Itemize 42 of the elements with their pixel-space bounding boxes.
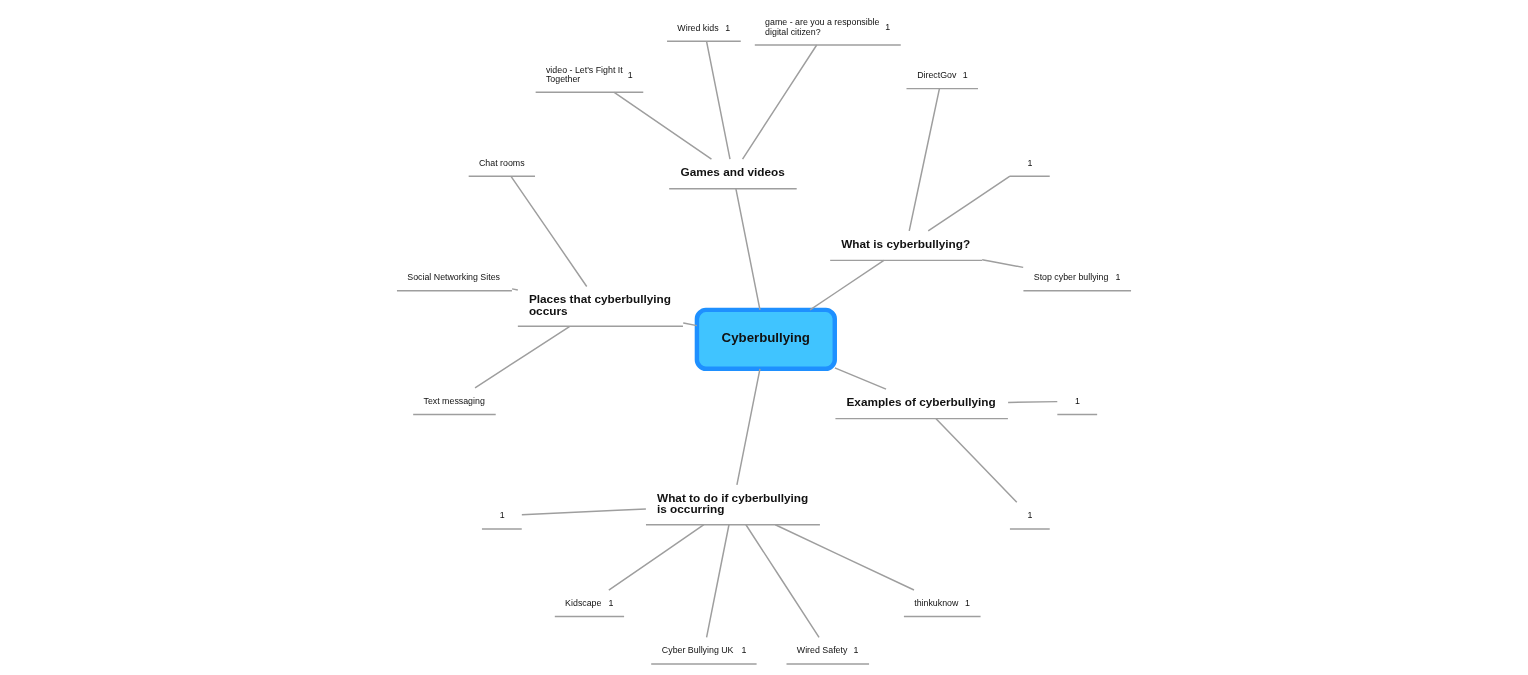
connector bbox=[521, 508, 647, 516]
node-text: Text messaging bbox=[423, 395, 485, 406]
node-box: Cyberbullying bbox=[694, 307, 837, 372]
node-text: 1 bbox=[1075, 395, 1080, 406]
node-text: DirectGov 1 bbox=[917, 70, 968, 80]
node-text: Cyber Bullying UK 1 bbox=[661, 645, 747, 656]
connector bbox=[741, 44, 818, 160]
node-text: What is cyberbullying? bbox=[841, 236, 971, 250]
node-text: What to do if cyberbullying is occurring bbox=[657, 490, 809, 516]
connector bbox=[510, 175, 588, 288]
node-text: Social Networking Sites bbox=[407, 272, 500, 283]
node-text: game - are you a responsible digital citizen? 1 bbox=[765, 17, 891, 38]
connector bbox=[834, 367, 887, 390]
connector bbox=[745, 524, 820, 638]
node-text: Stop cyber bullying 1 bbox=[1033, 272, 1121, 283]
connector bbox=[608, 524, 705, 591]
node-text: Places that cyberbullying occurs bbox=[528, 292, 671, 318]
node-text: Chat rooms bbox=[479, 157, 525, 168]
node-text: Wired Safety 1 bbox=[796, 645, 859, 656]
connector bbox=[908, 88, 941, 232]
connector bbox=[935, 418, 1018, 503]
connector bbox=[1007, 400, 1059, 404]
node-text: 1 bbox=[1027, 157, 1033, 168]
node-text: 1 bbox=[499, 510, 505, 521]
connector bbox=[705, 40, 731, 160]
node-text: Games and videos bbox=[680, 164, 785, 178]
connector bbox=[736, 368, 761, 486]
connector bbox=[474, 325, 571, 389]
connector bbox=[735, 187, 761, 311]
connector bbox=[511, 288, 519, 291]
connector bbox=[682, 322, 698, 327]
node-text: 1 bbox=[1027, 510, 1033, 521]
connector bbox=[613, 91, 713, 160]
connector bbox=[705, 524, 730, 638]
node-text: thinkuknow 1 bbox=[914, 597, 971, 608]
connector bbox=[774, 524, 915, 591]
connector bbox=[809, 259, 885, 311]
node-text: Examples of cyberbullying bbox=[846, 394, 996, 408]
node-text: Kidscape 1 bbox=[565, 597, 614, 608]
connector bbox=[981, 259, 1024, 269]
node-text: Wired kids 1 bbox=[677, 22, 731, 33]
connector bbox=[927, 175, 1011, 232]
